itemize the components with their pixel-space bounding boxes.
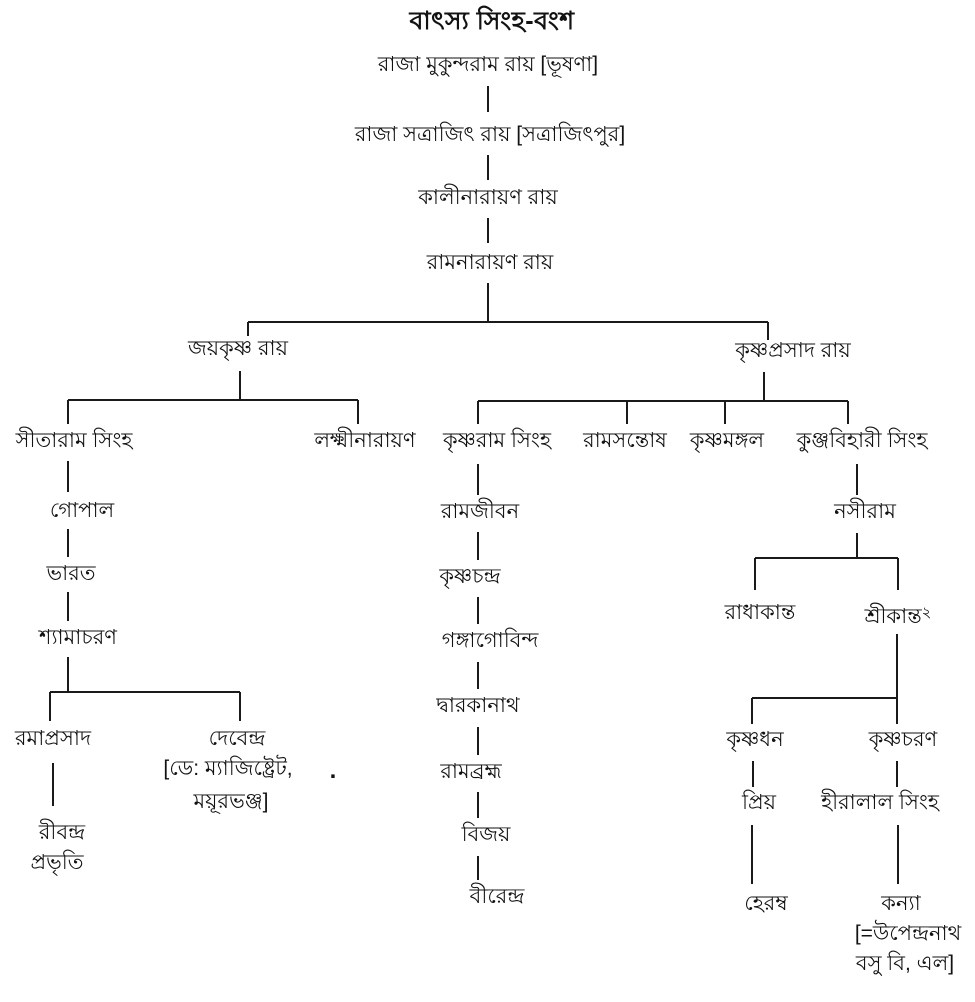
node-heramba: হেরম্ব <box>744 892 788 915</box>
node-krishnaprasad: কৃষ্ণপ্রসাদ রায় <box>735 339 851 362</box>
node-ramnarayan: রামনারায়ণ রায় <box>426 251 554 274</box>
node-kalinarayan: কালীনারায়ণ রায় <box>418 186 558 209</box>
node-ramaprasad: রমাপ্রসাদ <box>15 727 91 750</box>
node-krishnadhan: কৃষ্ণধন <box>726 728 784 751</box>
node-debendra-note-2: ময়ূরভঞ্জ] <box>193 790 269 813</box>
node-lakshminarayan: লক্ষ্মীনারায়ণ <box>314 429 416 452</box>
node-krishnaram: কৃষ্ণরাম সিংহ <box>442 429 552 452</box>
node-hiralal: হীরালাল সিংহ <box>821 791 939 814</box>
node-priya: প্রিয় <box>741 791 777 814</box>
node-debendra: দেবেন্দ্র <box>208 727 266 750</box>
srikanta-label: শ্রীকান্ত <box>864 605 922 628</box>
node-bijay: বিজয় <box>461 823 511 846</box>
node-kunjabihari: কুঞ্জবিহারী সিংহ <box>796 429 928 452</box>
node-debendra-note-1: [ডে: ম্যাজিষ্ট্রেট, <box>163 757 293 780</box>
node-gangagobinda: গঙ্গাগোবিন্দ <box>441 629 539 652</box>
node-ribandra: রীবন্দ্র <box>38 821 86 844</box>
node-kanya-note-1: [=উপেন্দ্রনাথ <box>854 922 962 945</box>
node-sitaram: সীতারাম সিংহ <box>15 429 133 452</box>
node-satrajit: রাজা সত্রাজিৎ রায় [সত্রাজিৎপুর] <box>354 123 626 146</box>
node-krishnacharan: কৃষ্ণচরণ <box>868 728 938 751</box>
node-radhakanta: রাধাকান্ত <box>724 601 796 624</box>
node-kanya-note-2: বসু বি, এল] <box>855 952 955 975</box>
node-rambrahma: রামব্রহ্ম <box>440 760 502 783</box>
srikanta-footnote-mark: ২ <box>921 604 932 621</box>
node-kanya: কন্যা <box>881 892 921 915</box>
node-krishnamangal: কৃষ্ণমঙ্গল <box>689 429 765 452</box>
node-mukundaram: রাজা মুকুন্দরাম রায় [ভূষণা] <box>377 53 599 76</box>
node-srikanta: শ্রীকান্ত২ <box>865 600 932 630</box>
node-shyamacharan: শ্যামাচরণ <box>39 626 117 649</box>
node-ramsantosh: রামসন্তোষ <box>583 429 667 452</box>
node-nasiram: নসীরাম <box>834 500 896 523</box>
node-prabhriti: প্রভৃতি <box>30 851 84 874</box>
node-krishnachandra: কৃষ্ণচন্দ্র <box>439 565 501 588</box>
node-jaykrishna: জয়কৃষ্ণ রায় <box>188 337 288 360</box>
chart-title: বাৎস্য সিংহ-বংশ <box>409 7 575 35</box>
node-birendra: বীরেন্দ্র <box>469 885 525 908</box>
node-dwarkanath: দ্বারকানাথ <box>436 694 520 717</box>
node-bharat: ভারত <box>46 562 96 585</box>
stray-dot: . <box>329 757 337 784</box>
node-ramjiban: রামজীবন <box>440 500 520 523</box>
node-gopal: গোপাল <box>49 499 115 522</box>
